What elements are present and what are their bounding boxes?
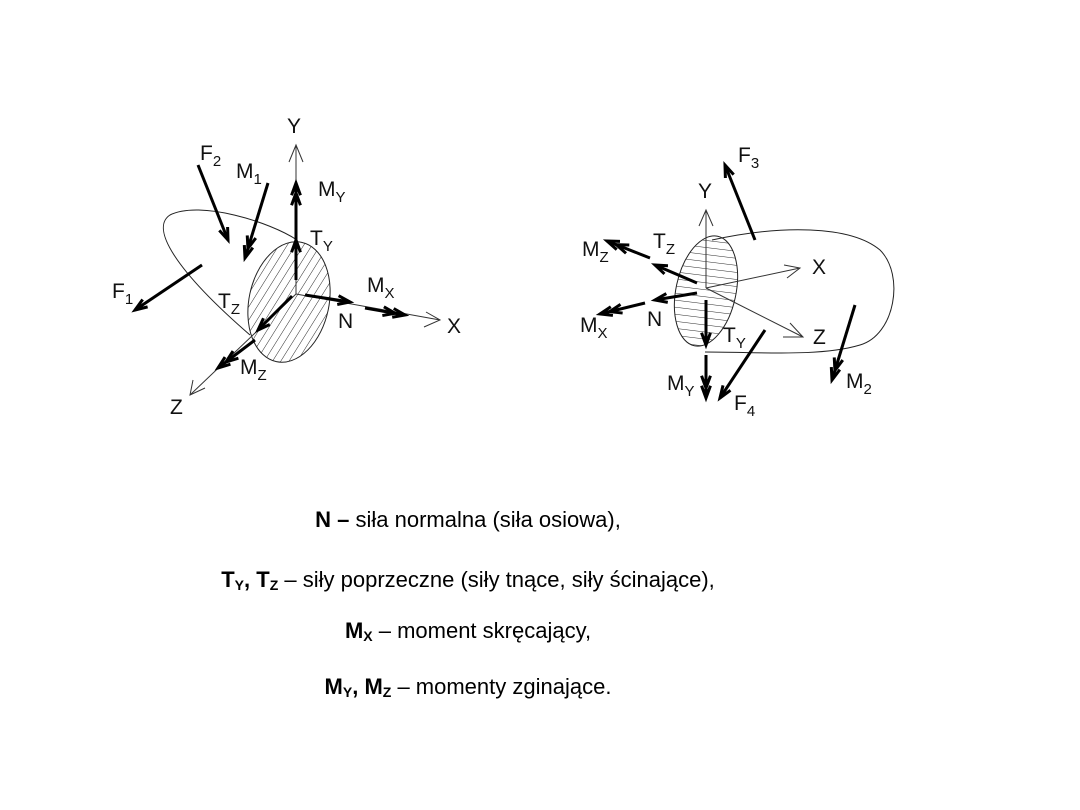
label-F4: F4 [734,392,755,420]
TY-arrow [290,235,302,280]
legend-symbol: TZ [256,567,279,593]
label-MX: MX [367,274,395,302]
M1-arrow [242,182,270,263]
left-beam-outline [162,209,298,336]
right-arrows [595,160,857,403]
right-cross-section [673,235,739,347]
label-F1: F1 [112,280,133,308]
F3-arrow [723,160,757,241]
F1-arrow [131,263,203,313]
legend-description: momenty zginające. [415,674,612,699]
right-axes [698,208,805,338]
label-MY: MY [667,372,695,400]
N-arrow [304,293,355,306]
left-arrows [131,164,410,371]
label-Z: Z [813,326,826,349]
label-N: N [338,310,353,333]
MZ-arrow [602,239,651,260]
N-arrow [650,291,698,304]
label-TZ: TZ [218,290,240,318]
M2-arrow [829,304,857,385]
label-M1: M1 [236,160,262,188]
TZ-arrow [650,263,698,285]
legend-line: MX – moment skręcający, [344,618,592,644]
F2-arrow [196,164,230,245]
legend-line: N – siła normalna (siła osiowa), [315,507,621,532]
TZ-arrow [254,294,294,334]
legend-symbol: N [315,507,332,532]
label-F3: F3 [738,144,759,172]
label-MY: MY [318,178,346,206]
label-N: N [647,308,662,331]
legend-symbol: MZ [364,674,392,700]
label-TZ: TZ [653,230,675,258]
MX-arrow [364,305,410,319]
legend-symbol: MX [344,618,373,644]
label-Y: Y [698,180,712,203]
label-Z: Z [170,396,183,419]
legend-symbol: TY [221,567,245,593]
label-X: X [447,315,461,338]
legend-description: siła normalna (siła osiowa), [355,507,621,532]
label-F2: F2 [200,142,221,170]
left-cross-section [247,241,331,363]
legend-symbol: MY [324,674,353,700]
MX-arrow [595,301,646,317]
label-X: X [812,256,826,279]
label-TY: TY [310,227,333,255]
right-beam-outline [704,229,895,354]
legend-line: TY, TZ – siły poprzeczne (siły tnące, si… [221,567,715,593]
legend-line: MY, MZ – momenty zginające. [324,674,612,700]
label-TY: TY [723,324,746,352]
F4-arrow [717,329,767,402]
legend-description: moment skręcający, [397,618,592,643]
MZ-arrow [214,338,256,371]
label-Y: Y [287,115,301,138]
legend-description: siły poprzeczne (siły tnące, siły ścinaj… [302,567,715,592]
MY-arrow [700,355,712,403]
label-MZ: MZ [240,356,267,384]
label-M2: M2 [846,370,872,398]
label-MZ: MZ [582,238,609,266]
TY-arrow [700,300,712,350]
label-MX: MX [580,314,608,342]
